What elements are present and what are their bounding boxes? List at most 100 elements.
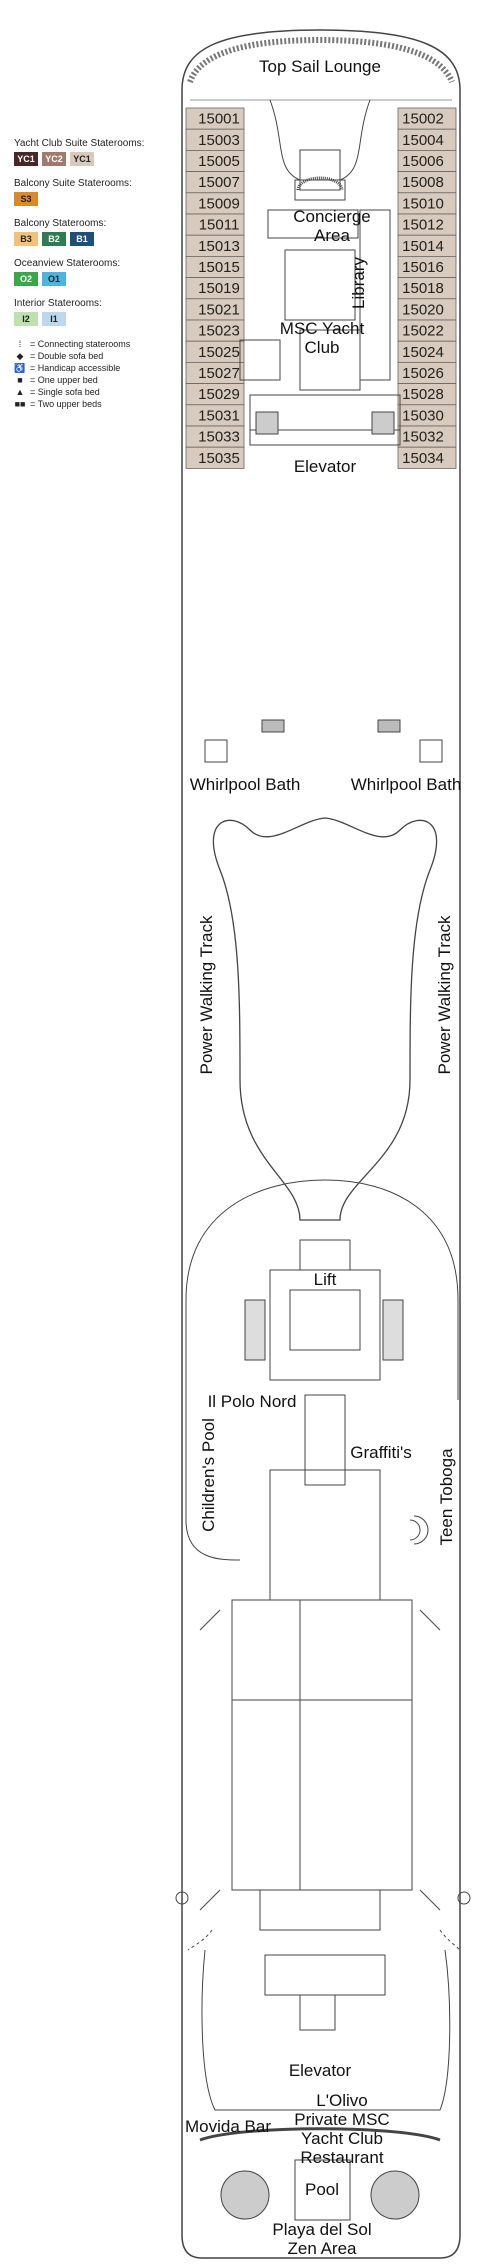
- cabin-number-label: 15003: [198, 132, 240, 149]
- cabin-number-label: 15004: [402, 132, 444, 149]
- legend-chip: I1: [42, 312, 66, 326]
- cabin-number-label: 15025: [198, 344, 240, 361]
- cabin-15034[interactable]: [397, 446, 457, 469]
- legend-chip: YC2: [42, 152, 66, 166]
- cabin-number-label: 15023: [198, 323, 240, 340]
- cabin-number-label: 15032: [402, 429, 444, 446]
- cabin-number-label: 15002: [402, 111, 444, 128]
- cabin-number-label: 15019: [198, 280, 240, 297]
- legend-key: ◆= Double sofa bed: [14, 350, 184, 362]
- lido-area: [185, 1179, 459, 1601]
- cabin-number-label: 15033: [198, 429, 240, 446]
- aft-dining: [175, 1891, 471, 2111]
- lolivo-label-4: Restaurant: [300, 2148, 383, 2167]
- graffitis-label: Graffiti's: [350, 1443, 412, 1462]
- cabin-number-label: 15018: [402, 280, 444, 297]
- cabin-number-label: 15035: [198, 450, 240, 467]
- legend-chip: O2: [14, 272, 38, 286]
- cabin-number-label: 15027: [198, 365, 240, 382]
- cabin-number-label: 15030: [402, 407, 444, 424]
- legend-group-title: Yacht Club Suite Staterooms:: [14, 138, 145, 149]
- cabin-number-label: 15016: [402, 259, 444, 276]
- whirlpool-right-label: Whirlpool Bath: [351, 775, 462, 794]
- cabin-number-label: 15013: [198, 238, 240, 255]
- cabin-number-label: 15022: [402, 323, 444, 340]
- legend-group-title: Interior Staterooms:: [14, 298, 102, 309]
- ship-outline: [181, 29, 461, 2259]
- cabin-number-label: 15021: [198, 301, 240, 318]
- legend-chip-row: YC1 YC2 YC1: [14, 152, 184, 166]
- pool-label: Pool: [305, 2180, 339, 2199]
- cabin-number-label: 15024: [402, 344, 444, 361]
- legend-key-symbol: ■: [17, 375, 23, 385]
- legend-key-symbol: ⁞: [18, 339, 22, 349]
- legend-chip: YC1: [14, 152, 38, 166]
- cabin-number-label: 15006: [402, 153, 444, 170]
- top-sail-lounge-label: Top Sail Lounge: [259, 57, 381, 76]
- legend-key-symbol: ▲: [15, 387, 25, 397]
- cabin-number-label: 15007: [198, 174, 240, 191]
- cabin-number-label: 15010: [402, 195, 444, 212]
- cabin-number-label: 15011: [199, 217, 240, 234]
- forward-interior: [239, 99, 401, 446]
- legend-key: ■ = One upper bed: [14, 374, 184, 386]
- cabin-number-label: 15014: [402, 238, 444, 255]
- teen-toboga-label: Teen Toboga: [437, 1448, 456, 1546]
- legend-chip-row: S3: [14, 192, 184, 206]
- legend-key-label: = Connecting staterooms: [30, 339, 131, 349]
- power-walking-track-left-label: Power Walking Track: [197, 915, 216, 1075]
- aft-structure: [199, 1599, 441, 1931]
- legend-key-label: = One upper bed: [30, 375, 98, 385]
- cabin-number-label: 15015: [198, 259, 240, 276]
- il-polo-nord-label: Il Polo Nord: [208, 1392, 297, 1411]
- cabin-number-label: 15001: [198, 111, 240, 128]
- power-walking-track-right-label: Power Walking Track: [435, 915, 454, 1075]
- legend-key: ⁞ = Connecting staterooms: [14, 338, 184, 350]
- cabin-15035[interactable]: [185, 446, 245, 469]
- legend-key: ■■= Two upper beds: [14, 398, 184, 410]
- lift-label: Lift: [314, 1270, 337, 1289]
- elevator-aft-label: Elevator: [289, 2061, 352, 2080]
- legend-key-symbol: ♿: [14, 363, 26, 373]
- childrens-pool-label: Children's Pool: [199, 1418, 218, 1532]
- concierge-label: Concierge: [293, 207, 371, 226]
- legend-chip: B1: [70, 232, 94, 246]
- movida-bar-label: Movida Bar: [185, 2117, 271, 2136]
- cabin-number-label: 15009: [198, 195, 240, 212]
- legend-key: ♿ = Handicap accessible: [14, 362, 184, 374]
- legend-chip: B2: [42, 232, 66, 246]
- legend-chip: YC1: [70, 152, 94, 166]
- lolivo-label-2: Private MSC: [294, 2110, 389, 2129]
- legend-chip: I2: [14, 312, 38, 326]
- legend-group-title: Balcony Suite Staterooms:: [14, 178, 132, 189]
- cabin-number-label: 15020: [402, 301, 444, 318]
- legend-key-symbol: ■■: [14, 399, 26, 409]
- walking-track-outline: [212, 817, 438, 1221]
- legend-chip-row: O2 O1: [14, 272, 184, 286]
- top-sail-lounge-arc: [187, 36, 455, 84]
- legend-key: ▲ = Single sofa bed: [14, 386, 184, 398]
- whirlpool-left-label: Whirlpool Bath: [190, 775, 301, 794]
- stern-pool-area: [199, 2127, 441, 2221]
- legend-keys: ⁞ = Connecting staterooms◆= Double sofa b…: [14, 338, 184, 410]
- whirlpool-area: [204, 719, 443, 763]
- cabins-right: 1500215004150061500815010150121501415016…: [397, 107, 457, 469]
- legend-key-label: = Single sofa bed: [30, 387, 100, 397]
- legend-chip: B3: [14, 232, 38, 246]
- cabin-number-label: 15029: [198, 386, 240, 403]
- cabin-number-label: 15012: [402, 217, 444, 234]
- legend-key-label: = Handicap accessible: [30, 363, 121, 373]
- legend-group-title: Oceanview Staterooms:: [14, 258, 121, 269]
- zen-area-label: Zen Area: [288, 2239, 358, 2258]
- legend-key-label: = Double sofa bed: [30, 351, 104, 361]
- cabin-number-label: 15028: [402, 386, 444, 403]
- lolivo-label: L'Olivo: [316, 2091, 367, 2110]
- concierge-label-2: Area: [314, 226, 350, 245]
- cabin-number-label: 15034: [402, 450, 444, 467]
- playa-del-sol-label: Playa del Sol: [272, 2220, 371, 2239]
- lolivo-label-3: Yacht Club: [301, 2129, 383, 2148]
- msc-yacht-club-label: MSC Yacht: [280, 319, 365, 338]
- legend-chip: O1: [42, 272, 66, 286]
